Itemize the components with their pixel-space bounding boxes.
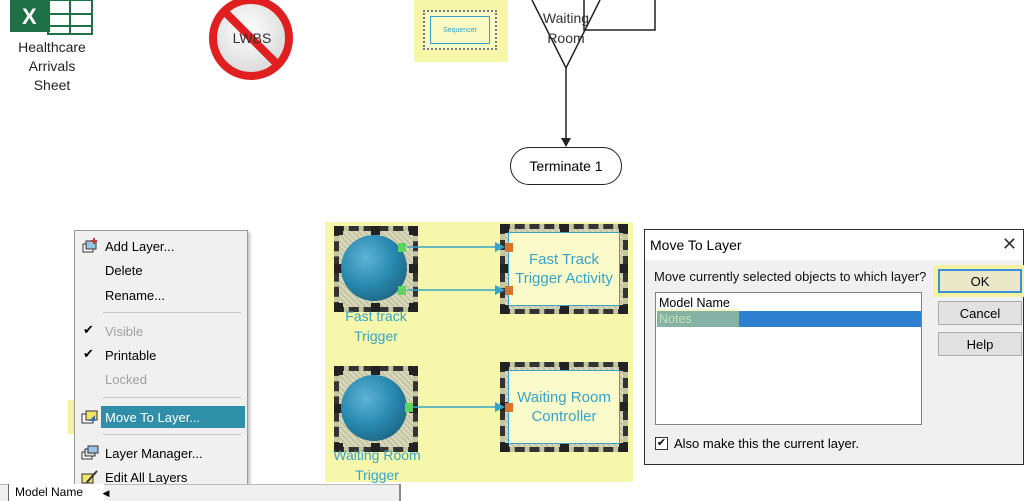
menu-item-label: Visible (105, 323, 144, 339)
fast-track-trigger-sphere[interactable] (341, 235, 407, 301)
layer-list[interactable]: Model Name Notes (655, 292, 922, 425)
menu-item-rename[interactable]: Rename... (75, 284, 247, 306)
menu-item-locked: Locked (75, 368, 247, 390)
close-icon[interactable]: ✕ (1001, 234, 1017, 254)
waiting-room-label: Waiting Room (542, 10, 590, 46)
waiting-room-trigger-sphere[interactable] (341, 375, 407, 441)
layer-context-menu: Add Layer... Delete Rename... ✔ Visible … (74, 230, 248, 493)
menu-item-label: Locked (105, 371, 147, 387)
lwbs-icon[interactable] (207, 0, 297, 84)
edit-all-layers-icon (81, 470, 98, 484)
menu-item-delete[interactable]: Delete (75, 259, 247, 281)
selected-layer-highlight (657, 309, 739, 327)
menu-item-label: Layer Manager... (105, 445, 203, 461)
terminate-block[interactable]: Terminate 1 (510, 147, 622, 185)
make-current-layer-checkbox[interactable]: ✔ (655, 437, 668, 450)
menu-item-label: Add Layer... (105, 238, 175, 254)
waiting-room-controller-block[interactable]: Waiting Room Controller (508, 370, 620, 444)
menu-item-visible: ✔ Visible (75, 320, 247, 342)
layer-list-item[interactable]: Model Name (659, 296, 730, 310)
make-current-layer-label: Also make this the current layer. (674, 436, 859, 451)
fast-track-activity-block[interactable]: Fast Track Trigger Activity (508, 232, 620, 306)
flow-lines (531, 0, 656, 147)
ok-button[interactable]: OK (938, 269, 1022, 293)
menu-separator (103, 312, 241, 313)
move-to-layer-dialog: Move To Layer ✕ Move currently selected … (644, 229, 1024, 465)
menu-item-move-to-layer[interactable]: Move To Layer... (101, 406, 245, 428)
menu-item-label: Rename... (105, 287, 165, 303)
help-button[interactable]: Help (938, 332, 1022, 356)
fast-track-trigger-label: Fast track Trigger (345, 308, 407, 344)
sequencer-block[interactable]: Sequencer (430, 16, 490, 44)
svg-text:X: X (22, 4, 37, 29)
fast-track-trigger-selection[interactable] (334, 226, 418, 312)
dialog-title-bar[interactable]: Move To Layer ✕ (645, 230, 1023, 260)
layer-list-item-selected[interactable]: Notes (657, 311, 921, 327)
tab-model-name[interactable]: Model Name (8, 484, 104, 501)
layer-manager-icon (81, 445, 99, 460)
waiting-room-trigger-selection[interactable] (334, 366, 418, 452)
menu-item-add-layer[interactable]: Add Layer... (75, 235, 247, 257)
move-to-layer-icon (81, 410, 98, 424)
cancel-button[interactable]: Cancel (938, 301, 1022, 325)
menu-separator (103, 434, 241, 435)
dialog-title: Move To Layer (650, 237, 742, 253)
menu-item-layer-manager[interactable]: Layer Manager... (75, 442, 247, 464)
excel-icon[interactable]: X (10, 0, 94, 36)
check-icon: ✔ (83, 346, 94, 361)
dialog-prompt: Move currently selected objects to which… (654, 269, 927, 284)
model-connectors (398, 242, 513, 412)
tab-bar-divider (399, 484, 401, 501)
menu-item-printable[interactable]: ✔ Printable (75, 344, 247, 366)
menu-item-label: Printable (105, 347, 157, 363)
lwbs-label: LWBS (232, 30, 272, 46)
menu-item-label: Delete (105, 262, 143, 278)
waiting-room-trigger-label: Waiting Room Trigger (333, 447, 421, 483)
tab-scroll-left-icon[interactable]: ◀ (102, 488, 110, 498)
menu-item-label: Edit All Layers (105, 469, 188, 485)
check-icon: ✔ (83, 322, 94, 337)
menu-separator (103, 397, 241, 398)
add-layer-icon (82, 238, 97, 253)
arrivals-sheet-label: Healthcare Arrivals Sheet (18, 39, 86, 93)
menu-item-label: Move To Layer... (105, 409, 201, 425)
menu-item-edit-all-layers[interactable]: Edit All Layers (75, 466, 247, 488)
